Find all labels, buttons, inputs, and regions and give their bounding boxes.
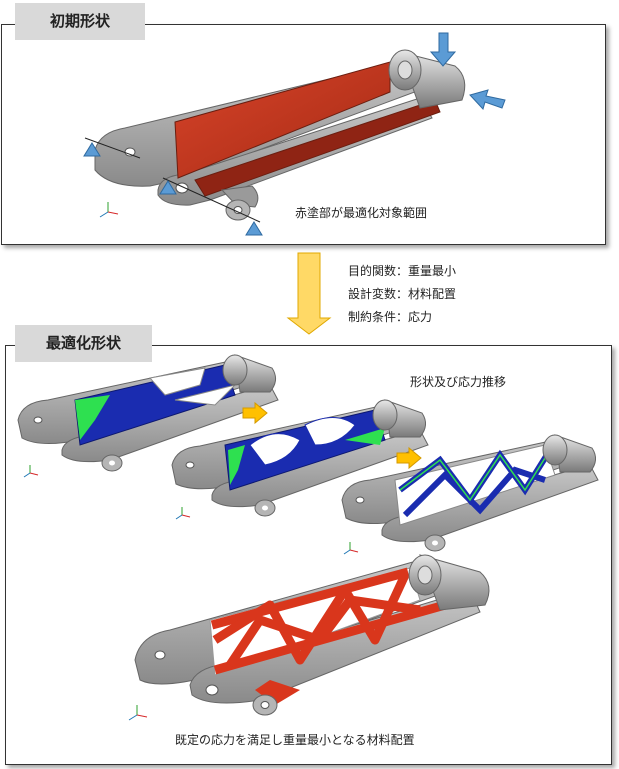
flow-arrow-right-icon bbox=[396, 446, 422, 470]
design-region-red bbox=[174, 61, 391, 179]
support-triangle-icon bbox=[83, 142, 101, 157]
support-triangle-icon bbox=[159, 180, 177, 195]
constraints-text: 制約条件：応力 bbox=[348, 310, 433, 324]
flow-arrow-down-icon bbox=[286, 252, 332, 335]
initial-bracket bbox=[83, 32, 506, 236]
transition-caption: 形状及び応力推移 bbox=[410, 375, 507, 389]
stage-1-bracket bbox=[17, 354, 279, 478]
support-line bbox=[162, 177, 261, 223]
stage-2-bracket bbox=[171, 399, 429, 520]
stage-3-bracket bbox=[341, 434, 599, 555]
initial-caption: 赤塗部が最適化対象範囲 bbox=[295, 206, 428, 220]
optimized-truss bbox=[210, 567, 447, 675]
initial-shape-label: 初期形状 bbox=[15, 3, 145, 40]
axis-triad-icon bbox=[175, 507, 191, 520]
flow-arrow-right-icon bbox=[242, 401, 268, 425]
axis-triad-icon bbox=[99, 202, 119, 218]
final-bracket bbox=[128, 554, 490, 721]
load-arrow-left-icon bbox=[469, 89, 506, 110]
axis-triad-icon bbox=[343, 542, 359, 555]
design-variables-text: 設計変数：材料配置 bbox=[348, 287, 457, 301]
final-caption: 既定の応力を満足し重量最小となる材料配置 bbox=[175, 733, 415, 747]
initial-shape-panel bbox=[1, 24, 606, 245]
load-arrow-down-icon bbox=[429, 32, 457, 67]
optimized-shape-label: 最適化形状 bbox=[15, 325, 152, 362]
axis-triad-icon bbox=[23, 465, 39, 478]
objective-text: 目的関数：重量最小 bbox=[348, 264, 457, 278]
axis-triad-icon bbox=[128, 705, 148, 721]
support-line bbox=[84, 137, 141, 159]
support-triangle-icon bbox=[245, 221, 263, 236]
